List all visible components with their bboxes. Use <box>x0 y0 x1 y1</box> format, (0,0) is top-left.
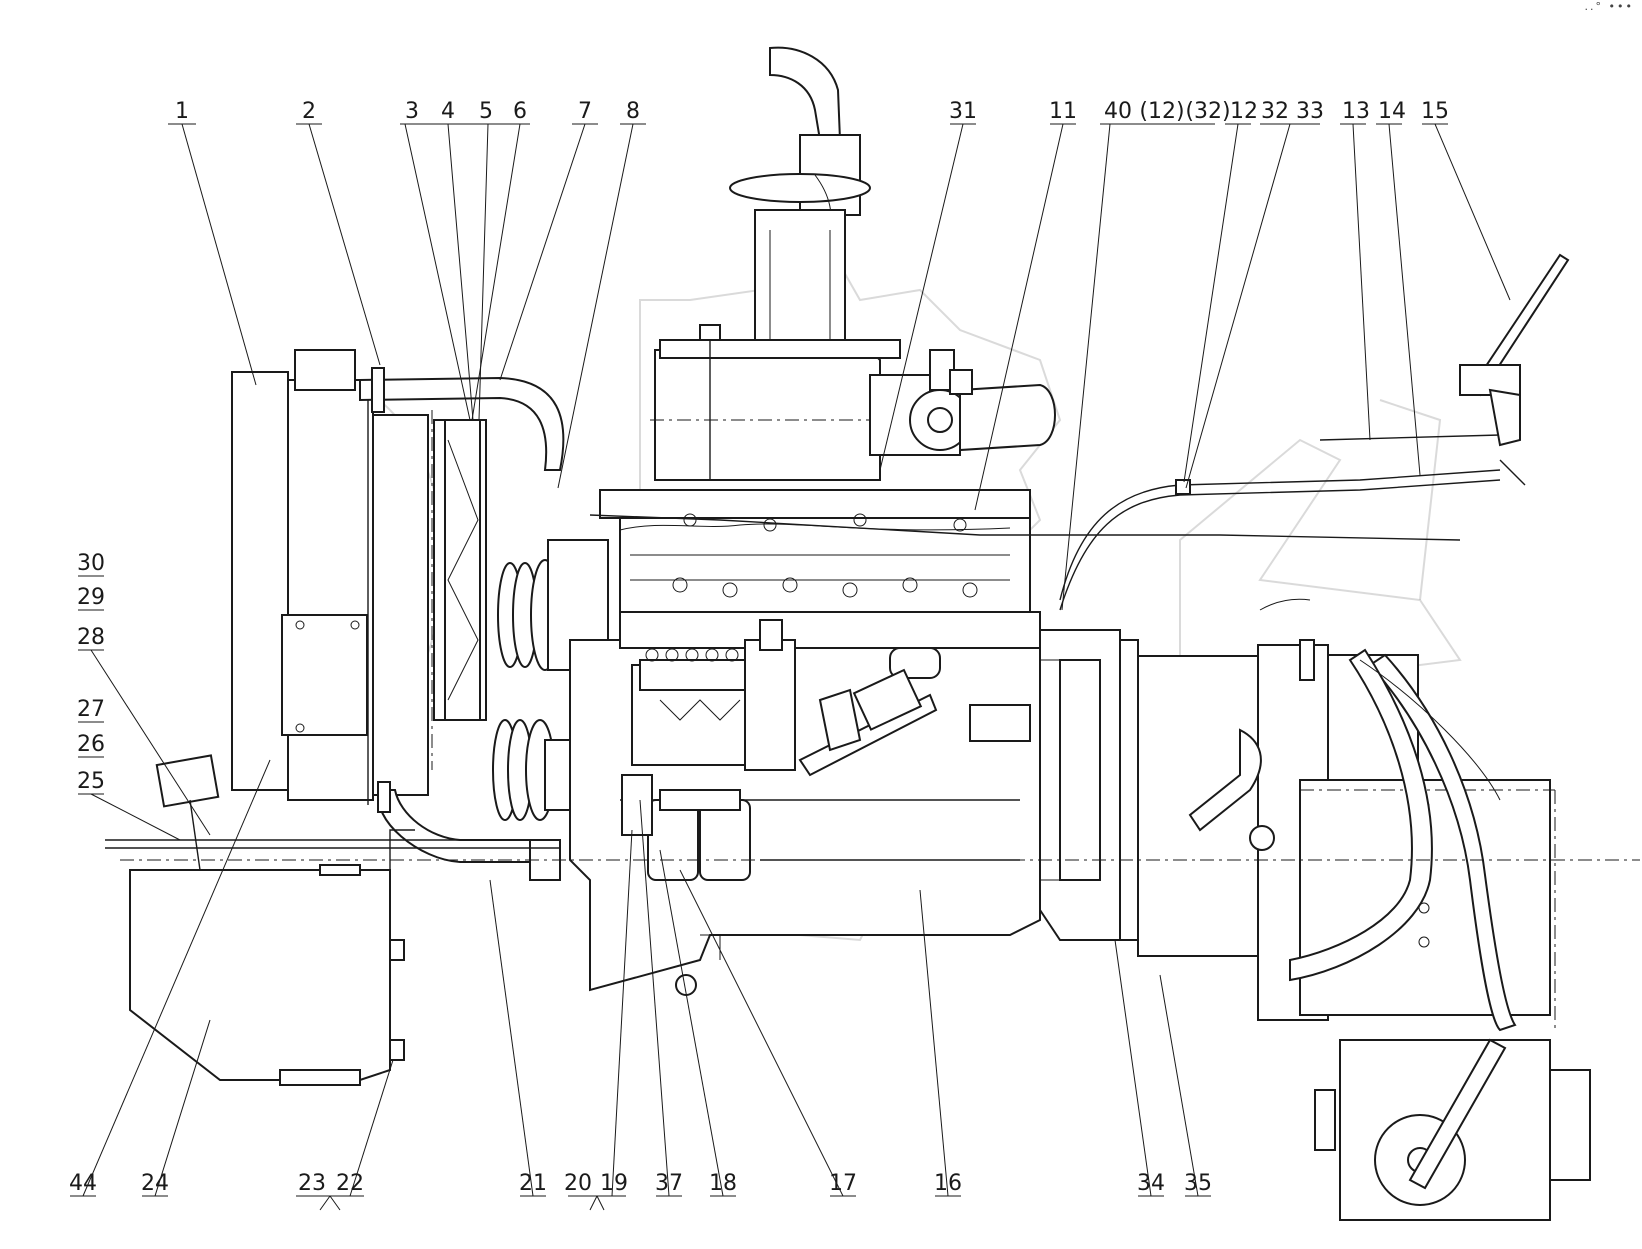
callout-7: 7 <box>578 99 592 124</box>
transmission <box>1137 598 1556 1030</box>
callout-13: 13 <box>1342 99 1370 124</box>
callout-22: 22 <box>336 1171 364 1196</box>
callout-16: 16 <box>934 1171 962 1196</box>
callout-1: 1 <box>175 99 189 124</box>
upper-radiator-hose <box>359 367 565 471</box>
transfer-case <box>1314 1038 1591 1221</box>
shift-linkage <box>1289 648 1517 1032</box>
callout-35: 35 <box>1184 1171 1212 1196</box>
turbocharger <box>869 349 1056 456</box>
callout-23: 23 <box>298 1171 326 1196</box>
cooling-fan <box>431 410 487 770</box>
callout-labels: 1 2 3 4 5 6 7 8 31 11 40 (12) (32) 12 32… <box>69 99 1449 1196</box>
callout-12-paren: (12) <box>1139 99 1184 124</box>
callout-6: 6 <box>513 99 527 124</box>
callout-37: 37 <box>655 1171 683 1196</box>
callout-20: 20 <box>564 1171 592 1196</box>
fuel-injection-pump <box>631 619 938 777</box>
exhaust-stack <box>729 46 871 351</box>
callout-28: 28 <box>77 625 105 650</box>
frame-rail <box>105 839 1640 861</box>
callout-11: 11 <box>1049 99 1077 124</box>
callout-29: 29 <box>77 585 105 610</box>
callout-14: 14 <box>1378 99 1406 124</box>
flywheel-housing <box>1039 629 1139 941</box>
callout-3: 3 <box>405 99 419 124</box>
callout-5: 5 <box>479 99 493 124</box>
callout-12: 12 <box>1230 99 1258 124</box>
callout-32-paren: (32) <box>1185 99 1230 124</box>
corner-mark: ..° ••• <box>1584 0 1634 13</box>
callout-25: 25 <box>77 769 105 794</box>
callout-21: 21 <box>519 1171 547 1196</box>
callout-8: 8 <box>626 99 640 124</box>
callout-34: 34 <box>1137 1171 1165 1196</box>
callout-15: 15 <box>1421 99 1449 124</box>
callout-27: 27 <box>77 697 105 722</box>
callout-17: 17 <box>829 1171 857 1196</box>
callout-18: 18 <box>709 1171 737 1196</box>
leader-lines <box>70 123 1511 1211</box>
callout-40: 40 <box>1104 99 1132 124</box>
callout-26: 26 <box>77 732 105 757</box>
radiator <box>231 349 429 805</box>
callout-31: 31 <box>949 99 977 124</box>
callout-32: 32 <box>1261 99 1289 124</box>
callout-19: 19 <box>600 1171 628 1196</box>
callout-24: 24 <box>141 1171 169 1196</box>
callout-30: 30 <box>77 551 105 576</box>
callout-4: 4 <box>441 99 455 124</box>
air-cleaner <box>650 324 901 481</box>
callout-33: 33 <box>1296 99 1324 124</box>
fuel-tank <box>129 754 415 1086</box>
callout-2: 2 <box>302 99 316 124</box>
callout-44: 44 <box>69 1171 97 1196</box>
throttle-linkage <box>589 253 1570 611</box>
